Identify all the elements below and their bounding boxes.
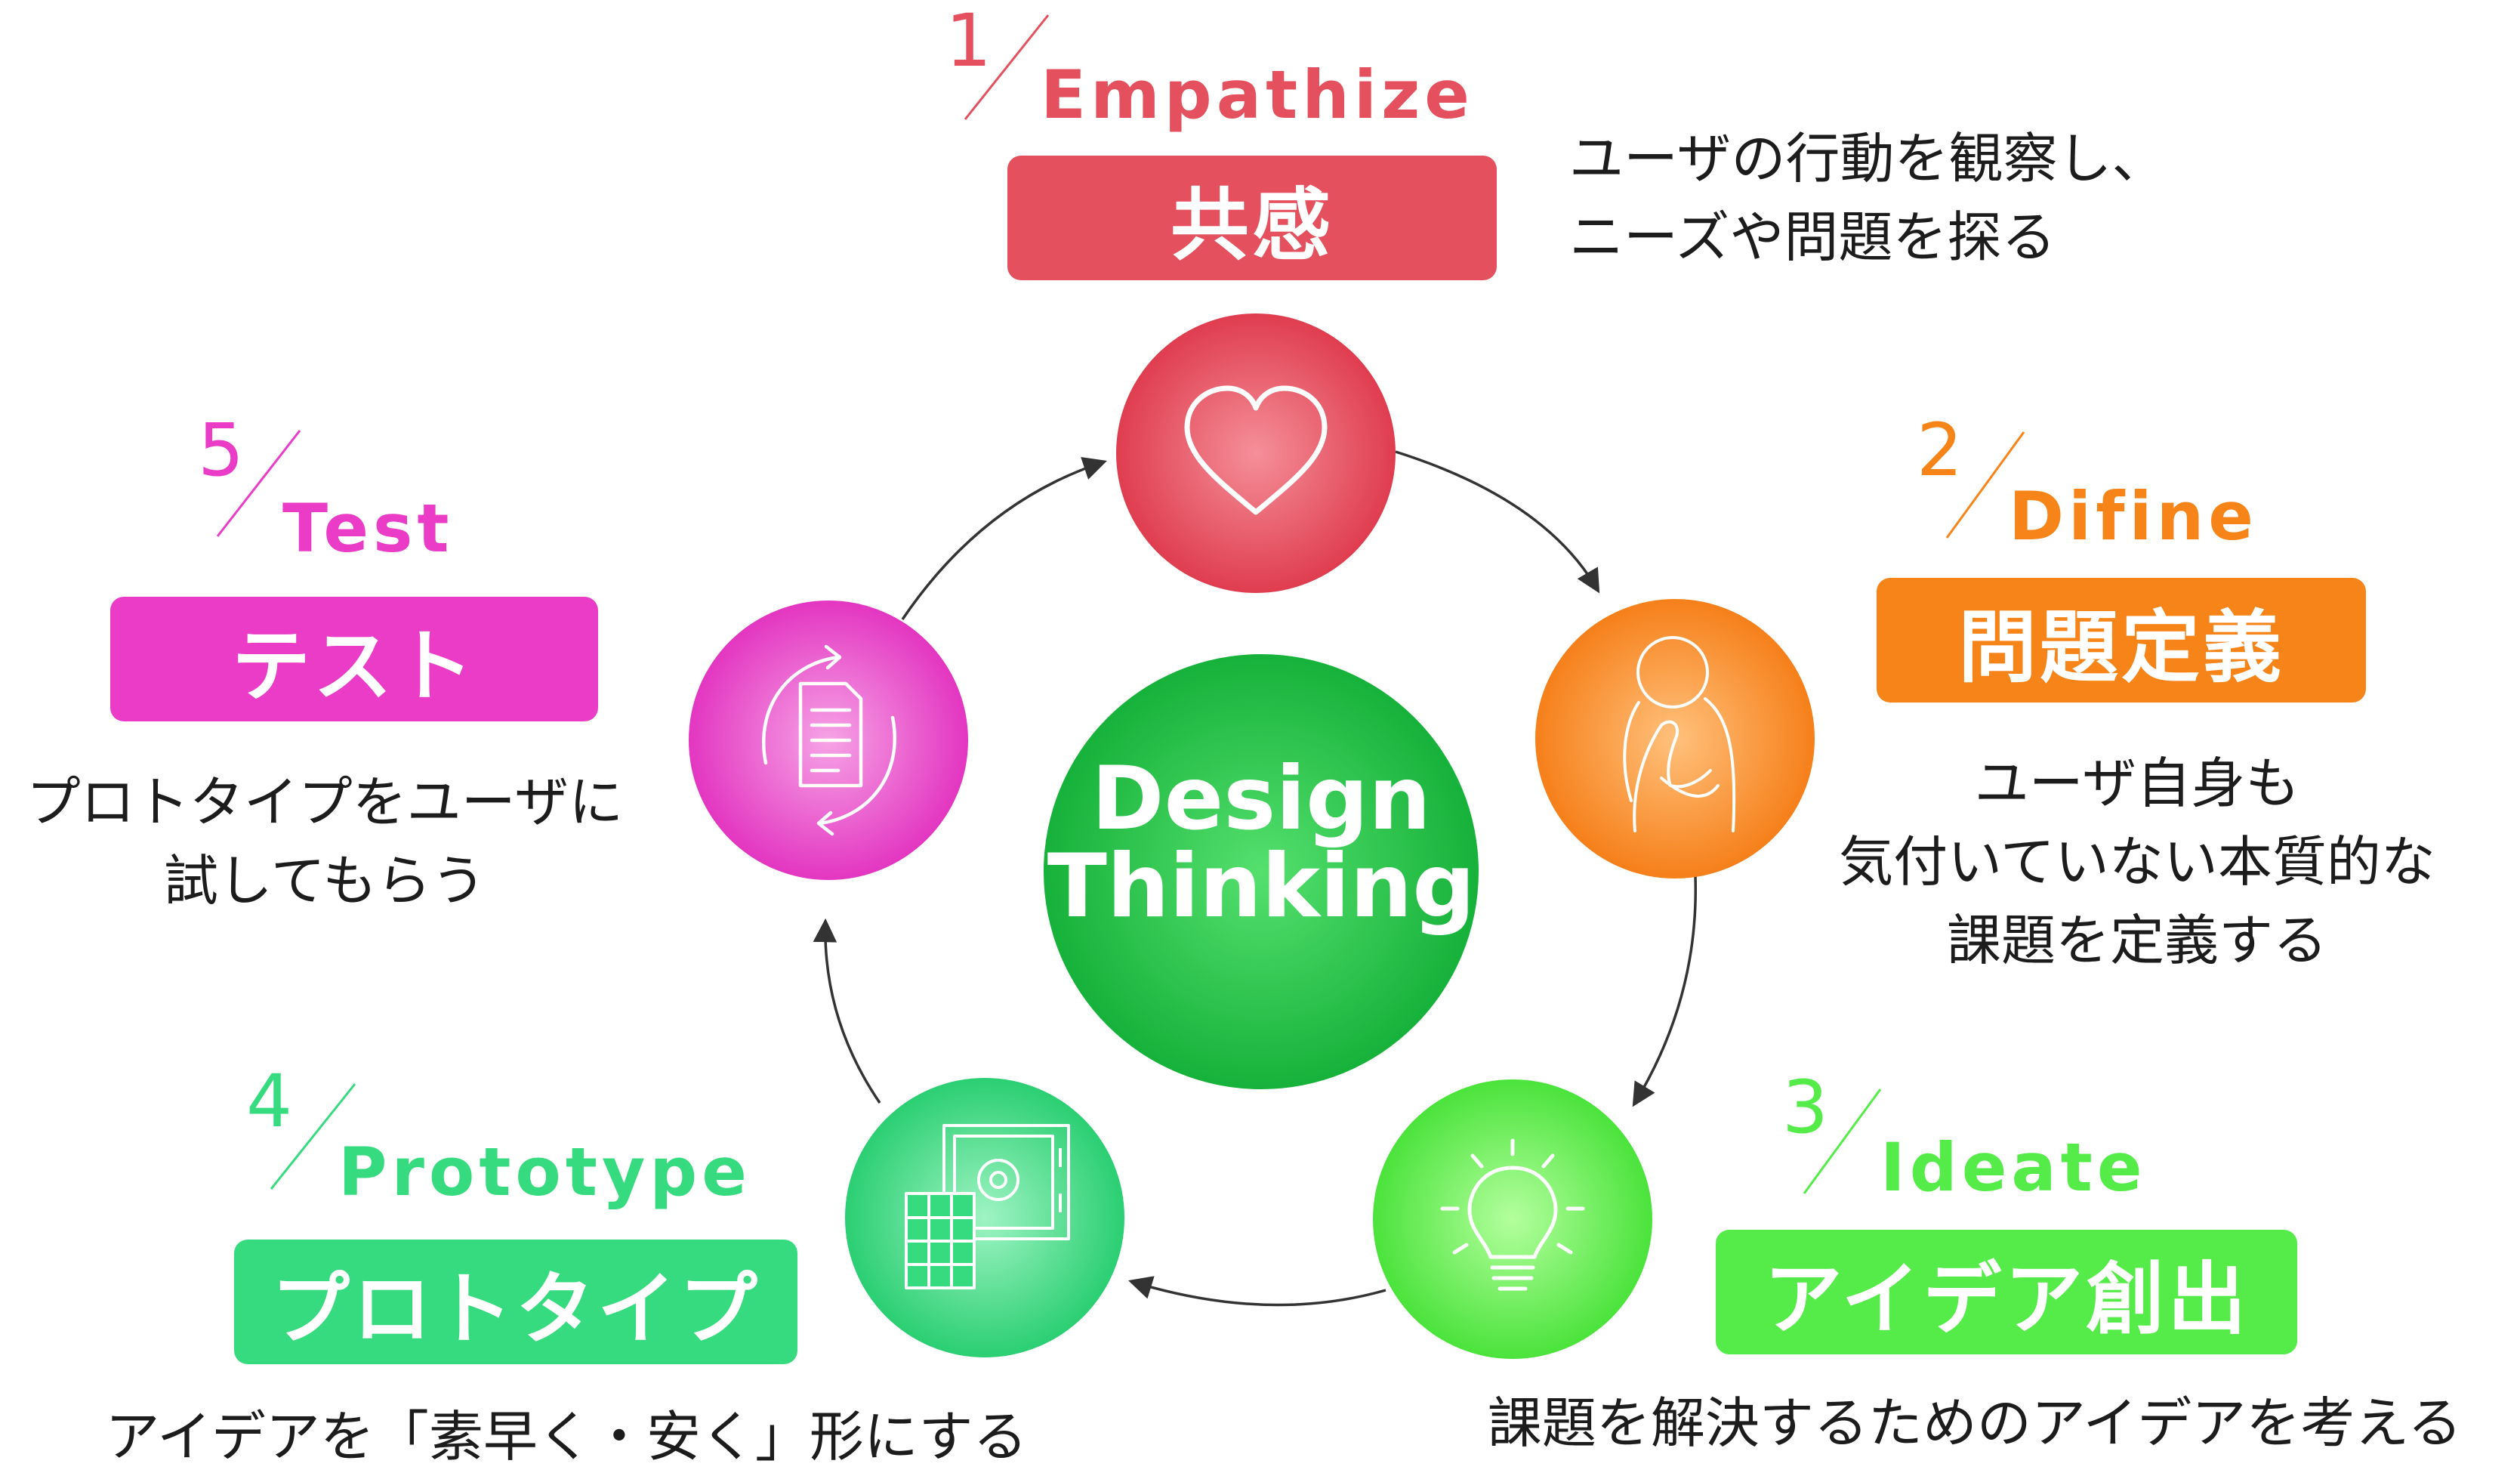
thinking-person-icon [1623,636,1736,832]
step4-description: アイデアを「素早く・安く」形にする [30,1397,1103,1476]
step2-desc-line3: 課題を定義する [1946,909,2327,972]
step3-description: 課題を解決するためのアイデアを考える [1435,1384,2515,1462]
step2-desc-line1: ユーザ自身も [1974,752,2300,815]
step3-english: Ideate [1880,1129,2147,1206]
step4-desc-line1: アイデアを「素早く・安く」形にする [105,1405,1028,1468]
center-line2: Thinking [1047,835,1476,937]
lightbulb-icon [1440,1138,1585,1291]
step1-slash [964,14,1050,120]
safe-calculator-icon [905,1124,1070,1289]
center-circle [1044,654,1479,1089]
step4-english: Prototype [338,1133,751,1211]
document-cycle-icon [761,644,897,836]
step4-slash [270,1083,356,1190]
step1-description: ユーザの行動を観察し、 ニーズや問題を探る [1569,119,2167,276]
arrow-4-to-5 [813,918,881,1104]
step1-desc-line1: ユーザの行動を観察し、 [1569,127,2167,190]
step2-number: 2 [1917,408,1963,493]
step4-badge: プロトタイプ [234,1240,797,1364]
arrow-2-to-3 [1632,875,1698,1107]
step5-badge: テスト [110,597,598,721]
heart-icon [1184,385,1328,515]
step1-english: Empathize [1041,56,1474,134]
step4-number: 4 [246,1059,293,1144]
arrow-5-to-1 [901,456,1107,620]
step5-desc-line1: プロトタイプをユーザに [26,770,624,834]
step5-description: プロトタイプをユーザに 試してもらう [0,763,649,920]
step5-desc-line2: 試してもらう [163,849,486,912]
step3-slash [1803,1088,1882,1194]
step2-english: Difine [2009,477,2258,555]
step2-description: ユーザ自身も 気付いていない本質的な 課題を定義する [1767,744,2507,980]
step2-desc-line2: 気付いていない本質的な [1839,830,2435,894]
center-label: Design Thinking [1042,755,1480,931]
step5-slash [216,430,301,537]
empathize-circle [1116,313,1396,593]
center-line1: Design [1091,748,1431,850]
step5-number: 5 [198,408,245,493]
step3-badge: アイデア創出 [1716,1230,2297,1354]
step2-slash [1945,431,2025,539]
step1-number: 1 [945,0,992,83]
step2-badge: 問題定義 [1877,578,2366,702]
arrow-1-to-2 [1395,450,1600,594]
arrow-3-to-4 [1127,1276,1386,1307]
step1-desc-line2: ニーズや問題を探る [1569,205,2056,269]
step3-number: 3 [1782,1065,1829,1150]
step5-english: Test [282,489,454,567]
step3-desc-line1: 課題を解決するためのアイデアを考える [1487,1391,2463,1455]
step1-badge: 共感 [1007,156,1497,280]
prototype-circle [845,1078,1124,1357]
ideate-circle [1373,1079,1652,1359]
